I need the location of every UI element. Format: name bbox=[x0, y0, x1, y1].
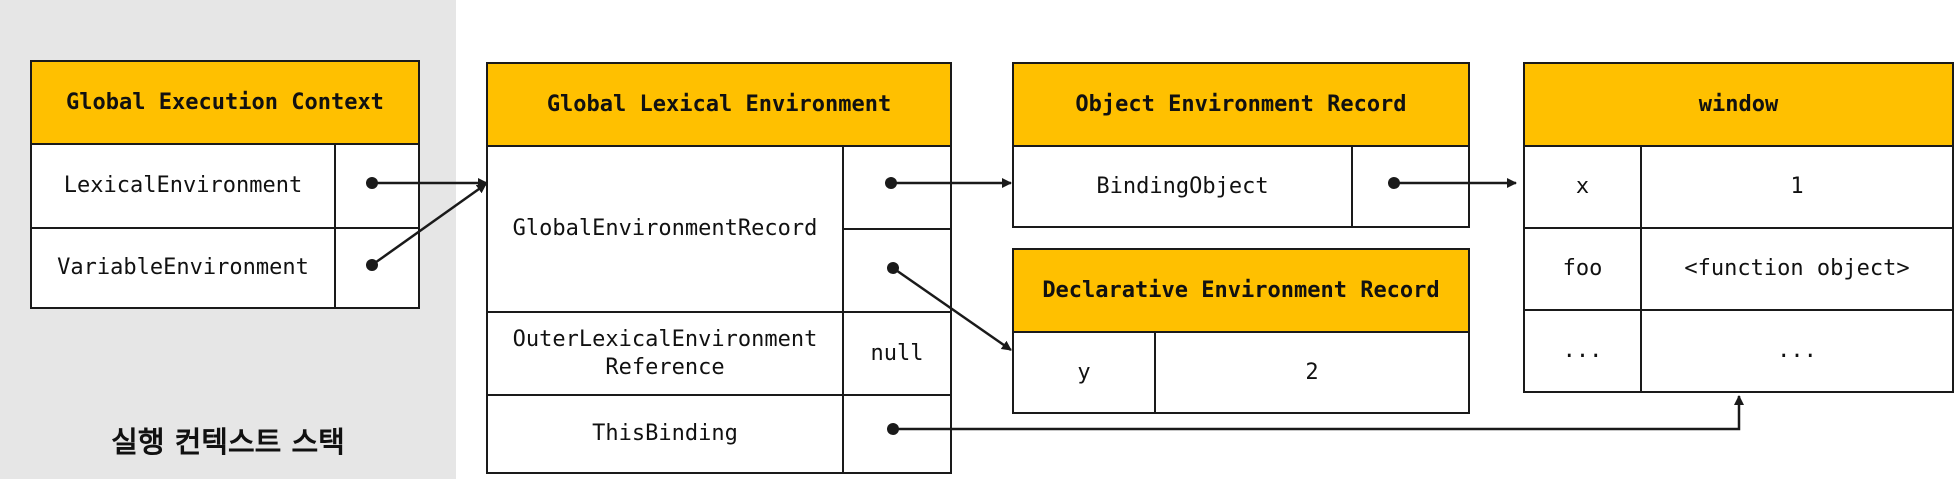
column-divider bbox=[1640, 147, 1642, 391]
this-binding-key: ThisBinding bbox=[592, 421, 738, 446]
row-divider bbox=[1525, 309, 1952, 311]
declarative-environment-record-box: Declarative Environment Record y 2 bbox=[1012, 248, 1470, 414]
column-divider bbox=[334, 145, 336, 307]
lexical-environment-pointer-cell bbox=[336, 145, 418, 227]
window-key-x: x bbox=[1575, 174, 1590, 199]
window-value-foo: <function object> bbox=[1684, 256, 1910, 281]
row-divider bbox=[488, 394, 950, 396]
declarative-environment-record-title: Declarative Environment Record bbox=[1014, 250, 1468, 333]
object-record-pointer-cell bbox=[844, 147, 950, 228]
lexical-environment-key: LexicalEnvironment bbox=[63, 173, 303, 198]
this-binding-pointer-cell bbox=[844, 396, 950, 472]
global-execution-context-box: Global Execution Context LexicalEnvironm… bbox=[30, 60, 420, 309]
column-divider bbox=[1154, 333, 1156, 412]
variable-environment-key: VariableEnvironment bbox=[57, 255, 309, 280]
window-key-foo: foo bbox=[1562, 256, 1603, 281]
row-divider bbox=[842, 228, 950, 230]
object-environment-record-box: Object Environment Record BindingObject bbox=[1012, 62, 1470, 228]
row-divider bbox=[1525, 227, 1952, 229]
row-divider bbox=[32, 227, 418, 229]
outer-reference-label-line2: Reference bbox=[605, 354, 725, 380]
window-key-ellipsis: ... bbox=[1562, 338, 1603, 363]
global-lexical-environment-box: Global Lexical Environment GlobalEnviron… bbox=[486, 62, 952, 474]
window-value-ellipsis: ... bbox=[1777, 338, 1817, 363]
execution-context-stack-label: 실행 컨텍스트 스택 bbox=[111, 425, 345, 459]
declarative-record-key-y: y bbox=[1077, 359, 1091, 385]
global-environment-record-key: GlobalEnvironmentRecord bbox=[512, 216, 818, 241]
declarative-record-value-y: 2 bbox=[1305, 359, 1319, 385]
window-object-title: window bbox=[1525, 64, 1952, 147]
row-divider bbox=[488, 311, 950, 313]
global-execution-context-title: Global Execution Context bbox=[32, 62, 418, 145]
global-lexical-environment-title: Global Lexical Environment bbox=[488, 64, 950, 147]
variable-environment-pointer-cell bbox=[336, 229, 418, 307]
outer-reference-value: null bbox=[870, 340, 924, 366]
declarative-record-pointer-cell bbox=[844, 230, 950, 311]
column-divider bbox=[1351, 147, 1353, 226]
object-environment-record-title: Object Environment Record bbox=[1014, 64, 1468, 147]
binding-object-pointer-cell bbox=[1353, 147, 1468, 226]
binding-object-key: BindingObject bbox=[1096, 173, 1269, 199]
window-value-x: 1 bbox=[1790, 174, 1804, 199]
outer-reference-label-line1: OuterLexicalEnvironment bbox=[512, 326, 818, 352]
outer-lexical-environment-reference-key: OuterLexicalEnvironment Reference bbox=[488, 313, 842, 394]
window-object-box: window x 1 foo <function object> ... ... bbox=[1523, 62, 1954, 393]
column-divider bbox=[842, 147, 844, 472]
